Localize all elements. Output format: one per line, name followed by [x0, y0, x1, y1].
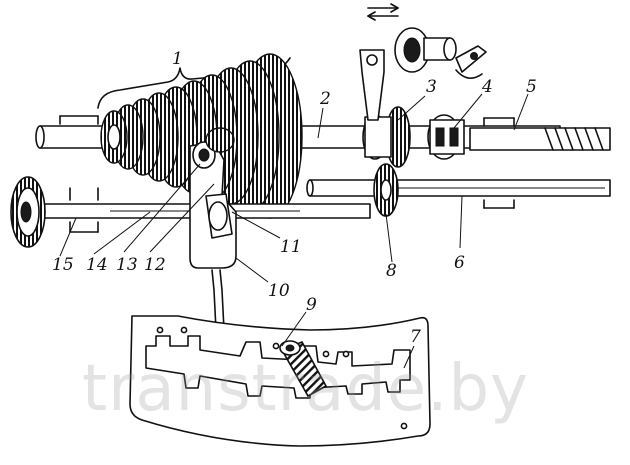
callout-7: 7 — [410, 327, 421, 347]
watermark-text: transtrade.by — [82, 352, 529, 426]
callout-12: 12 — [144, 255, 166, 275]
callout-14: 14 — [86, 255, 108, 275]
callout-6: 6 — [454, 253, 465, 273]
callout-10: 10 — [268, 281, 290, 301]
callout-11: 11 — [280, 237, 302, 257]
leader-lines — [59, 93, 529, 369]
callout-15: 15 — [52, 255, 74, 275]
callout-13: 13 — [116, 255, 138, 275]
callout-3: 3 — [426, 77, 437, 97]
shifter-carriage — [189, 127, 237, 269]
callout-5: 5 — [526, 77, 537, 97]
clutch-lever — [359, 27, 487, 121]
callout-8: 8 — [386, 261, 397, 281]
callout-9: 9 — [306, 295, 317, 315]
handwheel — [10, 176, 46, 248]
gear-8 — [373, 163, 399, 217]
callout-1: 1 — [172, 49, 183, 69]
handle-grip — [279, 340, 328, 398]
lead-screw — [469, 117, 611, 151]
selector-plate — [129, 315, 431, 447]
callout-2: 2 — [319, 89, 331, 109]
callout-4: 4 — [481, 77, 493, 97]
sliding-gear-and-clutch — [362, 106, 465, 168]
direction-arrows — [367, 3, 399, 21]
